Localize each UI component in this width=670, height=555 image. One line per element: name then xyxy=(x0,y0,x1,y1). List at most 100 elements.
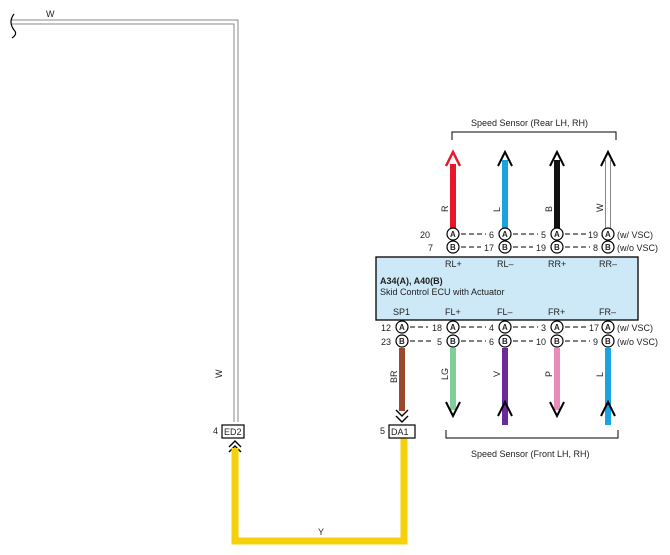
terminal-rl-minus: RL– xyxy=(497,259,514,269)
pin-circle-a-fr-plus xyxy=(550,320,564,334)
pin-letter-b-rl-minus: B xyxy=(502,243,508,252)
bottom-pin-b-5: 5 xyxy=(437,337,442,347)
top-pin-a-6: 6 xyxy=(489,230,494,240)
bottom-wire-v xyxy=(497,348,513,425)
da1-pin-number: 5 xyxy=(380,426,385,436)
bottom-pin-a-3: 3 xyxy=(541,323,546,333)
bottom-pin-a-4: 4 xyxy=(489,323,494,333)
pin-circle-a-fl-plus xyxy=(446,320,460,334)
top-wire-r-label: R xyxy=(440,205,450,212)
bottom-pin-b-23: 23 xyxy=(381,337,391,347)
pin-circle-b-rr-plus xyxy=(550,240,564,254)
terminal-fl-plus: FL+ xyxy=(445,307,461,317)
pin-letter-b-fr-plus: B xyxy=(554,337,560,346)
ed2-pin-number: 4 xyxy=(213,426,218,436)
ecu-subtitle: Skid Control ECU with Actuator xyxy=(380,287,505,297)
bottom-pin-b-6: 6 xyxy=(489,337,494,347)
pin-circle-a-rl-plus xyxy=(446,227,460,241)
top-pin-b-7: 7 xyxy=(428,243,433,253)
top-wire-l xyxy=(497,149,513,230)
yellow-wire-label: Y xyxy=(318,527,324,537)
left-w-vertical-label: W xyxy=(214,369,224,378)
pin-circle-b-sp1 xyxy=(395,334,409,348)
pin-letter-a-rr-plus: A xyxy=(554,230,560,239)
bottom-pin-a-17: 17 xyxy=(589,323,599,333)
bottom-pin-b-10: 10 xyxy=(536,337,546,347)
pin-circle-b-fl-plus xyxy=(446,334,460,348)
pin-letter-b-rr-minus: B xyxy=(605,243,611,252)
left-w-top-label: W xyxy=(46,9,55,19)
ed2-terminal-chevron xyxy=(228,440,242,453)
pin-letter-b-fr-minus: B xyxy=(605,337,611,346)
terminal-fr-minus: FR– xyxy=(599,307,616,317)
pin-circle-a-rr-plus xyxy=(550,227,564,241)
pin-circle-a-rr-minus xyxy=(601,227,615,241)
top-sensor-label: Speed Sensor (Rear LH, RH) xyxy=(471,118,588,128)
top-vsc-a-label: (w/ VSC) xyxy=(617,230,653,240)
ecu-title: A34(A), A40(B) xyxy=(380,276,443,286)
pin-letter-a-fl-plus: A xyxy=(450,323,456,332)
pin-letter-a-sp1: A xyxy=(399,323,405,332)
top-wire-l-label: L xyxy=(492,207,502,212)
wire-break-symbol xyxy=(10,13,17,39)
top-pin-b-8: 8 xyxy=(593,243,598,253)
pin-circle-b-rl-plus xyxy=(446,240,460,254)
bottom-wire-p-label: P xyxy=(544,371,554,377)
bottom-wire-l xyxy=(600,348,616,425)
top-pin-a-20: 20 xyxy=(420,230,430,240)
da1-terminal-chevron xyxy=(395,409,409,423)
pin-letter-a-rr-minus: A xyxy=(605,230,611,239)
pin-letter-a-fr-plus: A xyxy=(554,323,560,332)
pin-letter-a-fl-minus: A xyxy=(502,323,508,332)
pin-letter-b-rl-plus: B xyxy=(450,243,456,252)
bottom-wire-lg xyxy=(445,348,461,419)
ed2-connector-name: ED2 xyxy=(224,427,242,437)
bottom-sensor-label: Speed Sensor (Front LH, RH) xyxy=(471,449,590,459)
pin-circle-b-fr-plus xyxy=(550,334,564,348)
ed2-connector-box xyxy=(221,424,245,439)
bottom-wire-l-label: L xyxy=(595,372,605,377)
bottom-pin-a-12: 12 xyxy=(381,323,391,333)
pin-circle-b-fr-minus xyxy=(601,334,615,348)
pin-letter-b-fl-plus: B xyxy=(450,337,456,346)
bottom-vsc-b-label: (w/o VSC) xyxy=(617,337,658,347)
bottom-wire-br-label: BR xyxy=(389,370,399,383)
top-pin-a-19: 19 xyxy=(588,230,598,240)
top-pin-b-19: 19 xyxy=(536,243,546,253)
terminal-rr-plus: RR+ xyxy=(548,259,566,269)
bottom-wire-p xyxy=(549,348,565,419)
ecu-box xyxy=(375,256,639,321)
pin-letter-b-sp1: B xyxy=(399,337,405,346)
pin-circle-b-rl-minus xyxy=(498,240,512,254)
pin-letter-a-rl-plus: A xyxy=(450,230,456,239)
top-pin-b-17: 17 xyxy=(484,243,494,253)
top-wire-w xyxy=(600,149,616,230)
pin-letter-b-fl-minus: B xyxy=(502,337,508,346)
top-wire-b-label: B xyxy=(544,206,554,212)
left-w-wire xyxy=(10,13,239,422)
terminal-rl-plus: RL+ xyxy=(445,259,462,269)
da1-connector-name: DA1 xyxy=(391,427,409,437)
yellow-y-wire xyxy=(231,437,408,545)
top-vsc-b-label: (w/o VSC) xyxy=(617,243,658,253)
pin-letter-b-rr-plus: B xyxy=(554,243,560,252)
pin-circle-a-rl-minus xyxy=(498,227,512,241)
pin-circle-a-fl-minus xyxy=(498,320,512,334)
bottom-pin-a-18: 18 xyxy=(432,323,442,333)
da1-connector-box xyxy=(388,424,416,439)
pin-circle-a-fr-minus xyxy=(601,320,615,334)
bottom-vsc-a-label: (w/ VSC) xyxy=(617,323,653,333)
terminal-fl-minus: FL– xyxy=(497,307,513,317)
top-wire-w-label: W xyxy=(595,203,605,212)
top-wire-r xyxy=(444,149,462,230)
terminal-fr-plus: FR+ xyxy=(548,307,565,317)
pin-circle-b-rr-minus xyxy=(601,240,615,254)
pin-letter-a-fr-minus: A xyxy=(605,323,611,332)
terminal-rr-minus: RR– xyxy=(599,259,617,269)
bottom-wire-lg-label: LG xyxy=(440,368,450,380)
top-wire-b xyxy=(549,149,565,230)
bottom-sensor-bracket xyxy=(445,430,619,439)
terminal-sp1: SP1 xyxy=(393,307,410,317)
pin-circle-a-sp1 xyxy=(395,320,409,334)
